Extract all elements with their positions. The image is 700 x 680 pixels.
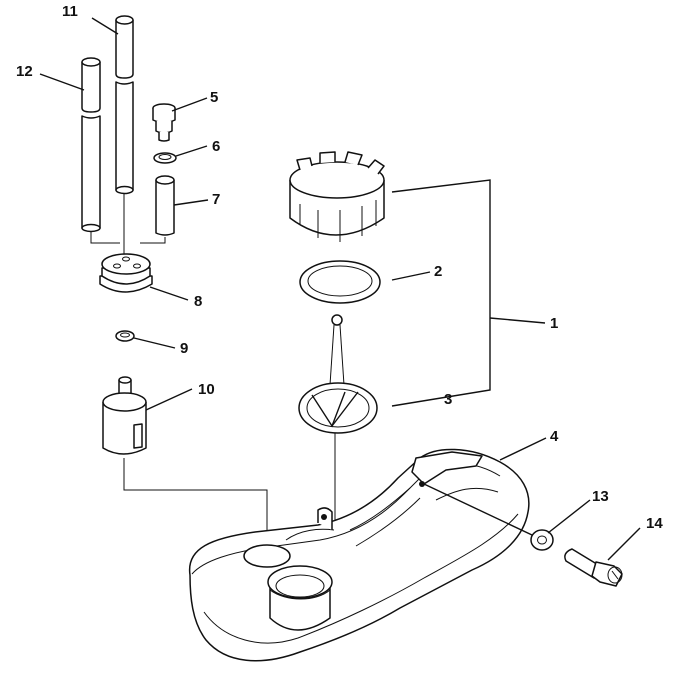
- label-12: 12: [16, 63, 33, 80]
- label-10: 10: [198, 381, 215, 398]
- part-5-check-valve: [152, 103, 176, 142]
- part-9-o-ring: [115, 330, 135, 342]
- part-12-fuel-tube: [81, 57, 101, 233]
- part-8-grommet: [99, 253, 153, 293]
- part-2-gasket: [299, 260, 381, 304]
- label-3: 3: [444, 391, 452, 408]
- label-6: 6: [212, 138, 220, 155]
- label-2: 2: [434, 263, 442, 280]
- part-1-fuel-cap: [289, 151, 385, 242]
- label-14: 14: [646, 515, 663, 532]
- part-13-washer: [530, 529, 554, 551]
- tube-grouping-bracket: [90, 194, 166, 255]
- leader-lines: [39, 17, 641, 561]
- label-9: 9: [180, 340, 188, 357]
- part-14-bolt: [564, 548, 623, 587]
- label-1: 1: [550, 315, 558, 332]
- part-7-short-tube: [155, 175, 175, 236]
- part-3-fuel-strainer: [298, 314, 378, 520]
- part-10-fuel-filter: [102, 376, 268, 540]
- part-6-o-ring: [153, 152, 177, 164]
- part-4-fuel-tank: [188, 448, 530, 662]
- part-number-labels: 11 12 5 6 7 8 9 10 2 1 3 4 13 14: [16, 3, 663, 532]
- label-8: 8: [194, 293, 202, 310]
- label-13: 13: [592, 488, 609, 505]
- label-11: 11: [62, 3, 78, 20]
- part-11-fuel-tube: [115, 15, 134, 195]
- label-4: 4: [550, 428, 559, 445]
- label-7: 7: [212, 191, 220, 208]
- label-5: 5: [210, 89, 218, 106]
